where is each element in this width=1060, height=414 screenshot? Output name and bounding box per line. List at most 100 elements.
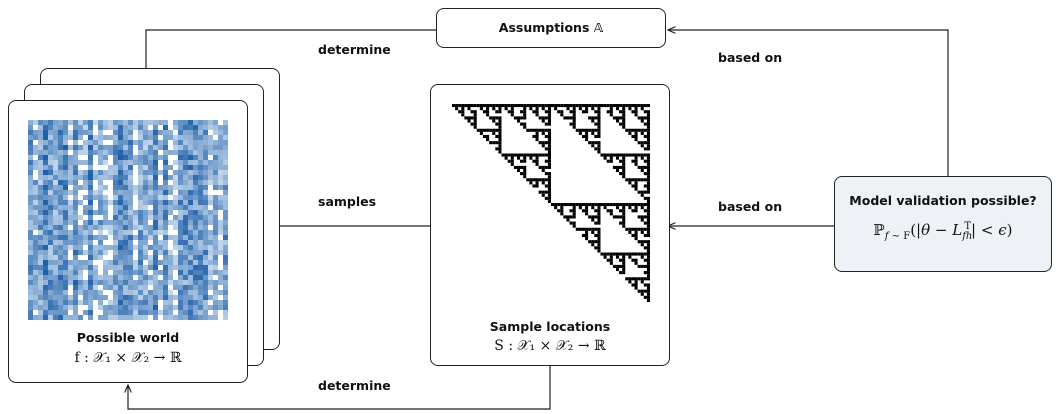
heatmap-cell bbox=[68, 315, 73, 320]
sample-cell bbox=[622, 122, 626, 126]
heatmap-cell bbox=[48, 195, 53, 200]
heatmap-cell bbox=[38, 255, 43, 260]
sample-cell bbox=[622, 206, 626, 210]
sample-cell bbox=[637, 190, 641, 194]
heatmap-cell bbox=[83, 120, 88, 125]
heatmap-cell bbox=[88, 240, 93, 245]
heatmap-cell bbox=[223, 265, 228, 270]
heatmap-cell bbox=[158, 295, 163, 300]
heatmap-cell bbox=[38, 280, 43, 285]
heatmap-cell bbox=[183, 125, 188, 130]
heatmap-cell bbox=[218, 220, 223, 225]
heatmap-cell bbox=[78, 200, 83, 205]
heatmap-cell bbox=[208, 135, 213, 140]
sample-cell bbox=[578, 104, 582, 108]
heatmap-cell bbox=[73, 185, 78, 190]
sample-cell bbox=[473, 110, 477, 114]
heatmap-cell bbox=[123, 230, 128, 235]
heatmap-cell bbox=[88, 315, 93, 320]
heatmap-cell bbox=[113, 130, 118, 135]
heatmap-cell bbox=[73, 210, 78, 215]
heatmap-cell bbox=[103, 200, 108, 205]
heatmap-cell bbox=[33, 305, 38, 310]
heatmap-cell bbox=[128, 250, 133, 255]
heatmap-cell bbox=[103, 310, 108, 315]
heatmap-cell bbox=[158, 185, 163, 190]
sample-cell bbox=[495, 116, 499, 120]
heatmap-cell bbox=[33, 235, 38, 240]
sample-cell bbox=[634, 110, 638, 114]
sample-cell bbox=[619, 264, 623, 268]
heatmap-cell bbox=[153, 200, 158, 205]
heatmap-cell bbox=[213, 160, 218, 165]
heatmap-cell bbox=[98, 155, 103, 160]
heatmap-cell bbox=[163, 200, 168, 205]
heatmap-cell bbox=[198, 235, 203, 240]
heatmap-cell bbox=[193, 300, 198, 305]
sample-cell bbox=[640, 289, 644, 293]
sample-cell bbox=[597, 107, 601, 111]
heatmap-cell bbox=[178, 280, 183, 285]
sample-cell bbox=[544, 196, 548, 200]
heatmap-cell bbox=[153, 215, 158, 220]
heatmap-cell bbox=[53, 175, 58, 180]
heatmap-cell bbox=[113, 195, 118, 200]
heatmap-cell bbox=[148, 210, 153, 215]
heatmap-cell bbox=[28, 315, 33, 320]
sample-cell bbox=[541, 153, 545, 157]
heatmap-cell bbox=[63, 145, 68, 150]
heatmap-cell bbox=[168, 255, 173, 260]
heatmap-cell bbox=[168, 300, 173, 305]
sample-cell bbox=[609, 110, 613, 114]
sample-cell bbox=[615, 206, 620, 210]
sample-cell bbox=[622, 203, 626, 207]
heatmap-cell bbox=[43, 220, 48, 225]
heatmap-cell bbox=[168, 235, 173, 240]
sample-cell bbox=[467, 104, 471, 108]
heatmap-cell bbox=[168, 150, 173, 155]
heatmap-cell bbox=[203, 240, 208, 245]
sample-cell bbox=[510, 110, 514, 114]
sample-cell bbox=[606, 159, 610, 163]
heatmap-cell bbox=[223, 305, 228, 310]
heatmap-cell bbox=[38, 180, 43, 185]
heatmap-cell bbox=[113, 125, 118, 130]
heatmap-cell bbox=[128, 230, 133, 235]
sample-cell bbox=[631, 134, 635, 139]
sample-cell bbox=[591, 131, 595, 135]
heatmap-cell bbox=[88, 170, 93, 175]
heatmap-cell bbox=[93, 235, 98, 240]
heatmap-cell bbox=[113, 235, 118, 240]
sample-cell bbox=[585, 104, 589, 108]
sample-cell bbox=[628, 255, 632, 259]
heatmap-cell bbox=[113, 225, 118, 230]
heatmap-cell bbox=[53, 155, 58, 160]
heatmap-cell bbox=[38, 225, 43, 230]
heatmap-cell bbox=[178, 240, 183, 245]
heatmap-cell bbox=[58, 315, 63, 320]
heatmap-cell bbox=[38, 285, 43, 290]
heatmap-cell bbox=[73, 205, 78, 210]
sample-cell bbox=[535, 184, 539, 188]
sample-cell bbox=[476, 128, 480, 132]
heatmap-cell bbox=[68, 165, 73, 170]
heatmap-cell bbox=[88, 265, 93, 270]
heatmap-cell bbox=[163, 290, 168, 295]
heatmap-cell bbox=[188, 285, 193, 290]
heatmap-cell bbox=[118, 300, 123, 305]
heatmap-cell bbox=[188, 205, 193, 210]
heatmap-cell bbox=[153, 270, 158, 275]
heatmap-cell bbox=[158, 215, 163, 220]
heatmap-cell bbox=[118, 155, 123, 160]
heatmap-cell bbox=[58, 155, 63, 160]
sample-cell bbox=[535, 162, 539, 166]
heatmap-cell bbox=[128, 215, 133, 220]
heatmap-cell bbox=[213, 260, 218, 265]
heatmap-cell bbox=[148, 230, 153, 235]
heatmap-cell bbox=[168, 205, 173, 210]
heatmap-cell bbox=[183, 280, 188, 285]
heatmap-cell bbox=[118, 120, 123, 125]
heatmap-cell bbox=[143, 140, 148, 145]
heatmap-cell bbox=[83, 220, 88, 225]
sample-cell bbox=[597, 230, 601, 234]
